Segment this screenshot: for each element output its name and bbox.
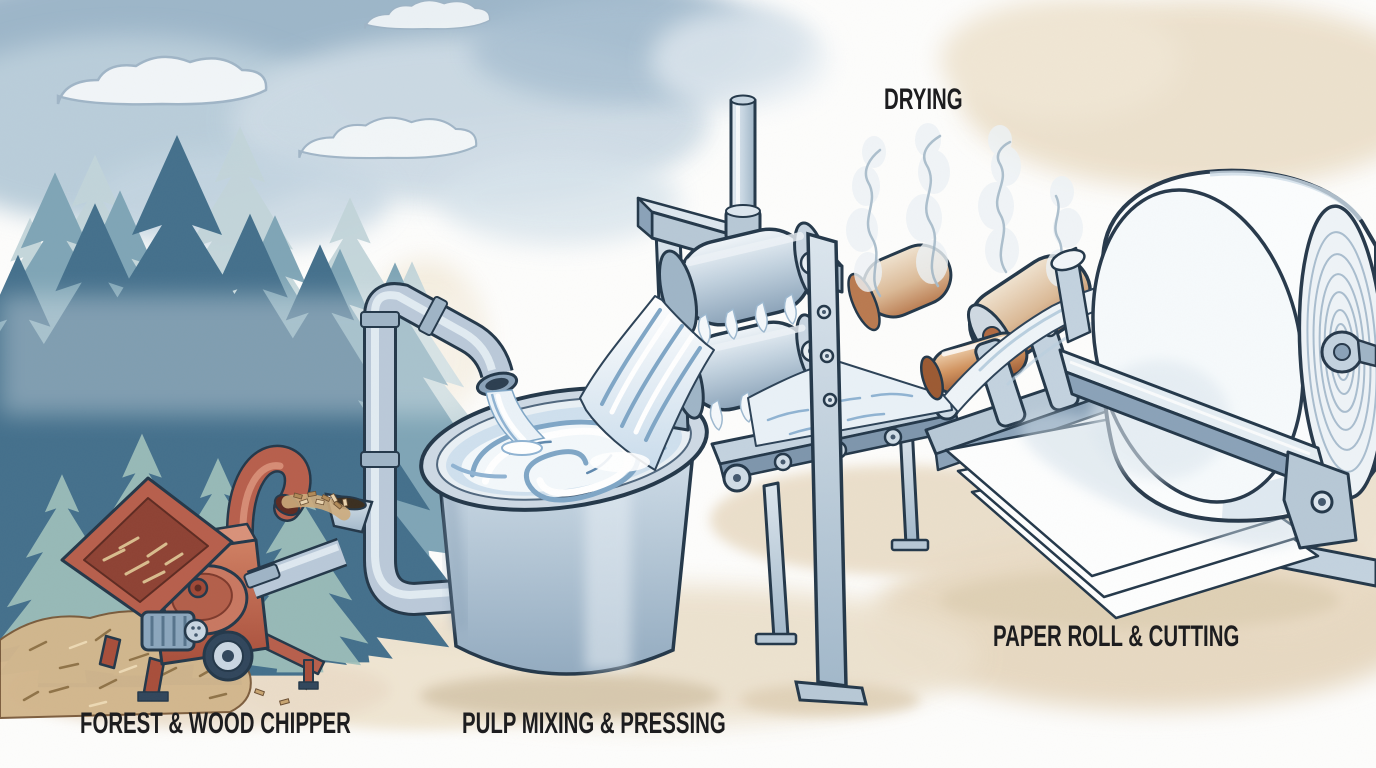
label-drying: DRYING bbox=[884, 83, 963, 116]
label-paper-roll-cutting: PAPER ROLL & CUTTING bbox=[993, 620, 1240, 653]
label-forest-wood-chipper: FOREST & WOOD CHIPPER bbox=[80, 707, 351, 740]
label-pulp-mixing-pressing: PULP MIXING & PRESSING bbox=[462, 707, 726, 740]
